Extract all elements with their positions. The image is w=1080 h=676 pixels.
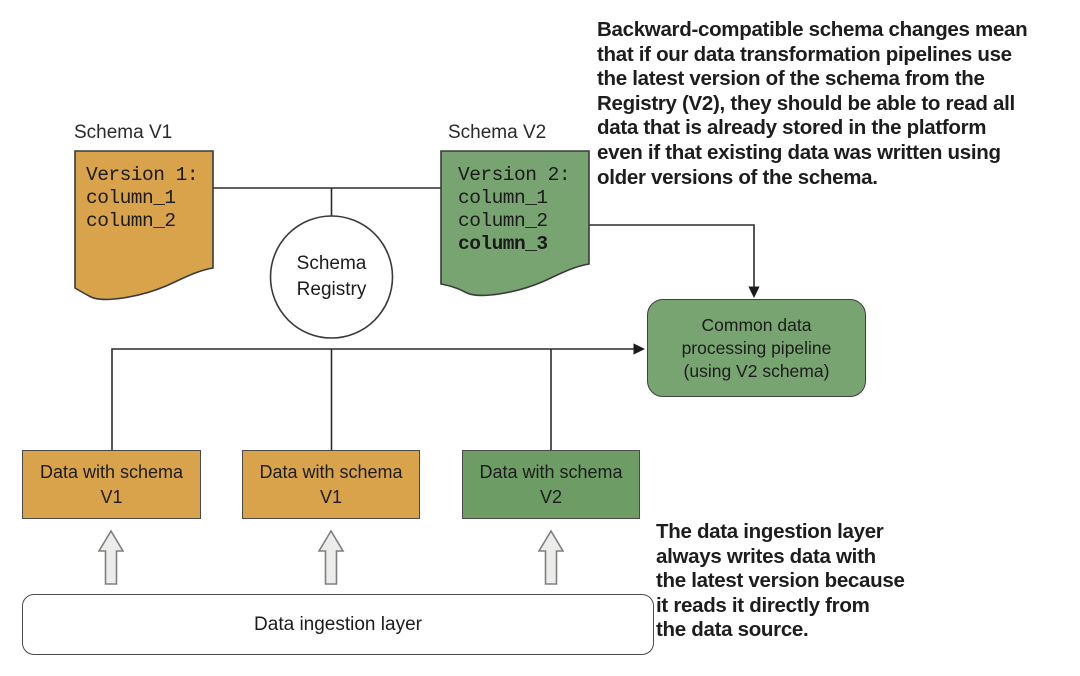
- up-arrow-icon: [537, 529, 565, 585]
- pipeline-node: Common data processing pipeline (using V…: [647, 299, 866, 397]
- data-box-v2: Data with schema V2: [462, 450, 640, 519]
- ingestion-layer-node: Data ingestion layer: [22, 594, 654, 655]
- annotation-ingestion-behavior: The data ingestion layer always writes d…: [656, 520, 905, 642]
- data-box-v1-a: Data with schema V1: [22, 450, 201, 519]
- schema-registry-label: Schema Registry: [296, 253, 367, 300]
- up-arrow-icon: [97, 529, 125, 585]
- schema-v2-code: Version 2: column_1 column_2: [458, 164, 571, 232]
- schema-registry-circle: [269, 215, 394, 339]
- schema-v2-code-new-column: column_3: [458, 233, 548, 255]
- annotation-backward-compatibility: Backward-compatible schema changes mean …: [597, 18, 1028, 189]
- v2-to-pipeline-arrowhead-icon: [748, 286, 760, 298]
- schema-v1-document-shape: [74, 150, 214, 301]
- schema-v1-title: Schema V1: [74, 122, 173, 143]
- data-box-v1-b: Data with schema V1: [242, 450, 420, 519]
- up-arrow-icon: [317, 529, 345, 585]
- data-to-pipeline-arrowhead-icon: [633, 343, 645, 355]
- v2-to-pipeline-connector: [589, 224, 755, 288]
- data-to-pipeline-connector: [111, 348, 634, 450]
- schema-v2-title: Schema V2: [448, 122, 547, 143]
- schema-v1-code: Version 1: column_1 column_2: [86, 164, 199, 232]
- schema-v2-document-shape: [440, 150, 590, 297]
